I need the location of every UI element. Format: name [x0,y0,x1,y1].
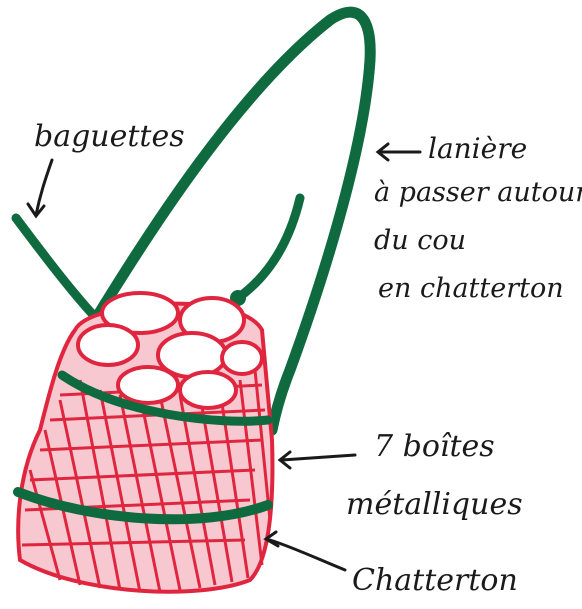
label-boites-line-1: 7 boîtes [374,432,495,462]
arrow-baguettes [28,160,52,216]
label-laniere-line-1: lanière [428,135,527,163]
arrow-boites [280,452,355,468]
label-laniere-line-4: en chatterton [378,275,564,302]
box-lid-6 [118,367,178,403]
arrow-laniere [378,144,420,160]
arrow-chatterton [266,532,345,570]
box-lid-5 [222,342,262,374]
label-laniere-line-2: à passer autour [374,179,582,206]
baguette-right [238,198,300,298]
baguette-left [16,218,96,318]
box-lid-7 [180,372,236,408]
label-laniere-line-3: du cou [374,227,466,254]
label-chatterton: Chatterton [352,566,518,596]
label-baguettes: baguettes [34,122,185,152]
box-bundle [18,293,272,592]
label-boites-line-2: métalliques [346,490,523,520]
box-lid-3 [78,325,138,365]
